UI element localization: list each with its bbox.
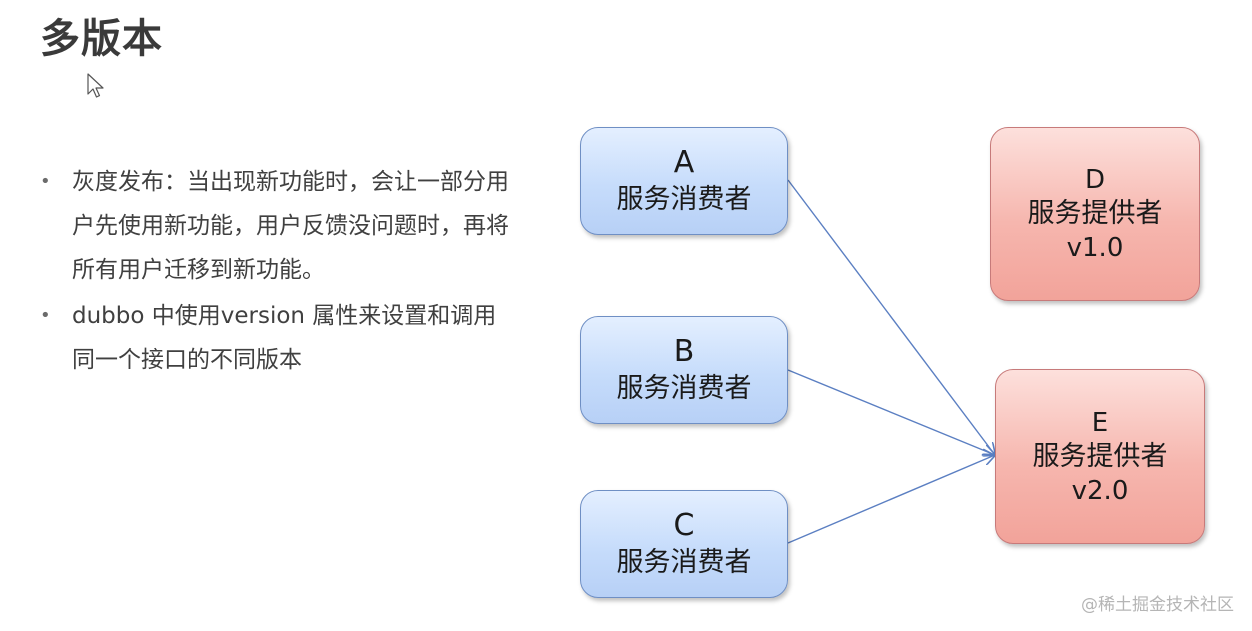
arrow-a-to-e: [787, 179, 995, 455]
provider-role: 服务提供者: [1032, 440, 1168, 472]
consumer-box-b: B 服务消费者: [580, 316, 788, 424]
consumer-role: 服务消费者: [616, 373, 752, 404]
consumer-role: 服务消费者: [616, 184, 752, 215]
page-title: 多版本: [40, 16, 163, 62]
provider-letter: D: [1084, 165, 1106, 195]
consumer-box-a: A 服务消费者: [580, 127, 788, 235]
provider-role: 服务提供者: [1027, 198, 1163, 229]
consumer-box-c: C 服务消费者: [580, 490, 788, 598]
consumer-letter: A: [673, 145, 695, 180]
arrow-b-to-e: [787, 369, 995, 455]
bullet-item-gray-release: • 灰度发布：当出现新功能时，会让一部分用户先使用新功能，用户反馈没问题时，再将…: [36, 160, 516, 292]
bullet-marker: •: [40, 171, 51, 192]
bullet-text: dubbo 中使用version 属性来设置和调用同一个接口的不同版本: [72, 303, 497, 373]
bullet-text: 灰度发布：当出现新功能时，会让一部分用户先使用新功能，用户反馈没问题时，再将所有…: [72, 169, 509, 283]
consumer-letter: B: [673, 334, 695, 369]
bullet-marker: •: [40, 305, 51, 326]
provider-box-e: E 服务提供者 v2.0: [995, 369, 1205, 544]
watermark: @稀土掘金技术社区: [1081, 595, 1234, 615]
mouse-cursor-icon: [87, 73, 104, 98]
bullet-item-dubbo-version: • dubbo 中使用version 属性来设置和调用同一个接口的不同版本: [36, 294, 516, 382]
arrow-c-to-e: [787, 455, 995, 544]
consumer-letter: C: [673, 508, 695, 543]
consumer-role: 服务消费者: [616, 547, 752, 578]
provider-version: v1.0: [1066, 233, 1124, 263]
provider-box-d: D 服务提供者 v1.0: [990, 127, 1200, 301]
bullet-list: • 灰度发布：当出现新功能时，会让一部分用户先使用新功能，用户反馈没问题时，再将…: [36, 160, 516, 384]
provider-letter: E: [1091, 407, 1109, 438]
provider-version: v2.0: [1071, 475, 1129, 506]
